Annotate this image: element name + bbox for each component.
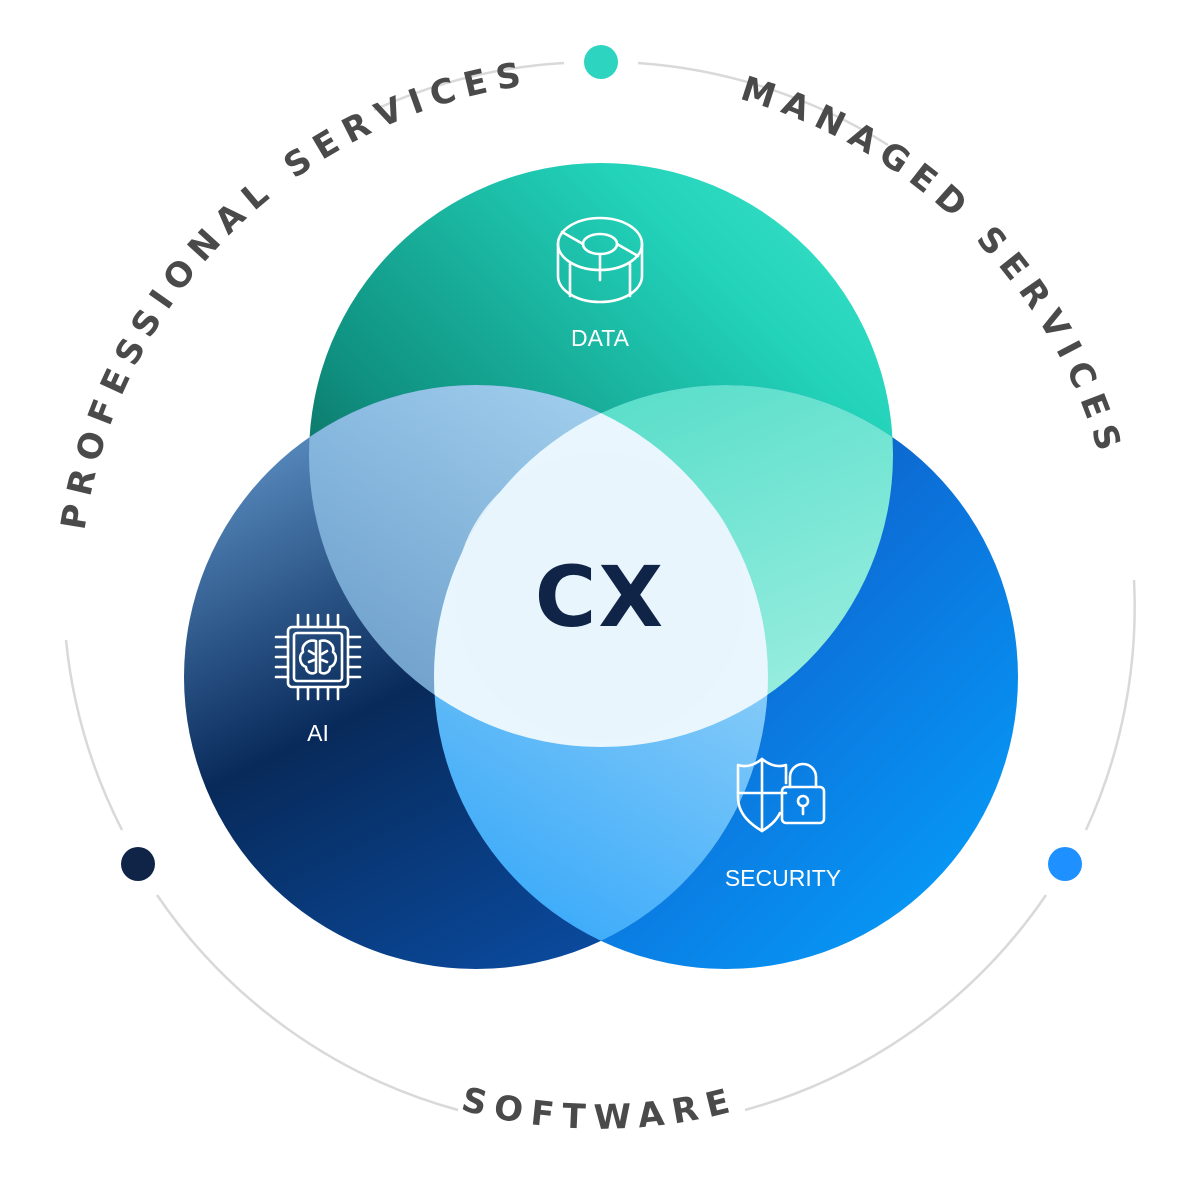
ring-arc-left	[64, 639, 124, 831]
ai-label: AI	[307, 720, 329, 746]
center-disc	[455, 452, 745, 742]
ring-arc-top-left	[373, 61, 565, 112]
ai-chip-brain-icon	[274, 613, 362, 701]
data-label: DATA	[571, 325, 630, 351]
ring-dot-top	[584, 45, 618, 79]
label-software: SOFTWARE	[458, 1080, 743, 1139]
ring-dot-left	[121, 847, 155, 881]
ring-arc-bottom-right	[744, 894, 1048, 1112]
security-label: SECURITY	[725, 865, 841, 891]
ring-arc-bottom-left	[155, 894, 459, 1112]
database-icon	[556, 216, 644, 304]
shield-lock-icon	[736, 757, 826, 833]
outer-ring	[64, 61, 1136, 1112]
ring-arc-top-right	[637, 61, 889, 147]
ring-arc-right	[1084, 579, 1136, 831]
ring-dot-right	[1048, 847, 1082, 881]
center-label: CX	[535, 548, 665, 646]
